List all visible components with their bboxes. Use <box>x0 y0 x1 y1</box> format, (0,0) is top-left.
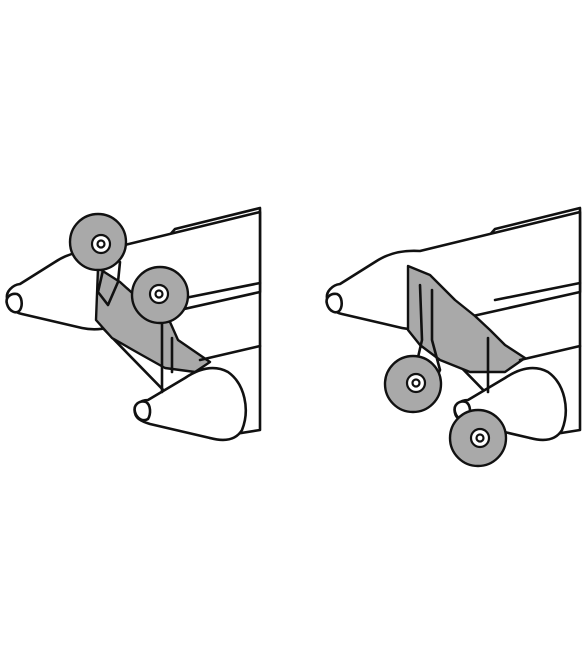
panel-left-wheels-raised <box>5 206 262 442</box>
tube-seam <box>493 281 582 302</box>
lower-tube-tip <box>133 400 152 422</box>
panel-right-wheels-lowered <box>325 206 582 468</box>
tube-seam-lower <box>198 344 262 362</box>
wheel-upper-left <box>68 212 128 272</box>
wheel-lower-left <box>383 354 443 414</box>
tube-seam <box>173 281 262 302</box>
lower-tube <box>133 366 248 442</box>
tube-tip <box>5 292 23 314</box>
tube-tip <box>325 292 343 314</box>
tube-seam-lower <box>518 344 582 362</box>
wheel-upper-right <box>130 265 190 325</box>
wheel-lower-right <box>448 408 508 468</box>
